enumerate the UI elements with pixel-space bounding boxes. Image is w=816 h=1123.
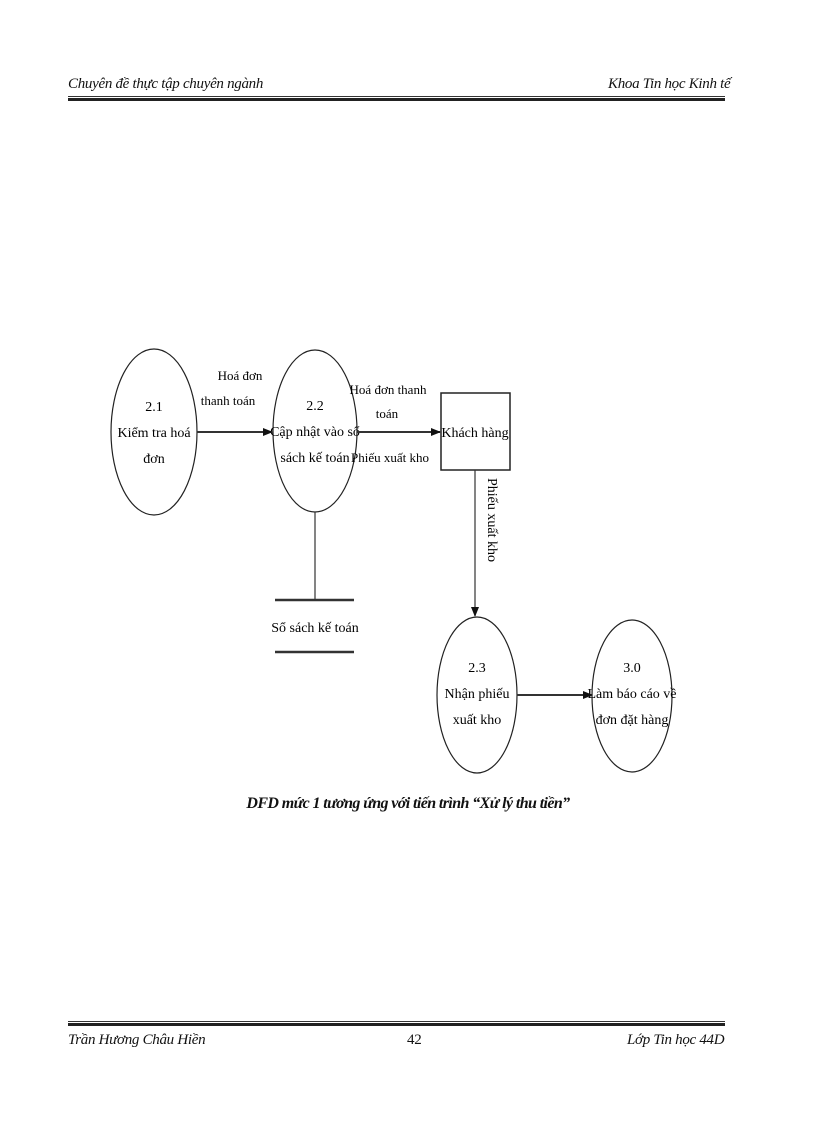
flow-2-2-to-khach-hang: Hoá đơn thanh toán Phiếu xuất kho bbox=[350, 382, 441, 465]
svg-text:Phiếu xuất kho: Phiếu xuất kho bbox=[484, 478, 499, 562]
footer-author: Trần Hương Châu Hiền bbox=[68, 1032, 206, 1048]
flow-khach-hang-to-2-3: Phiếu xuất kho bbox=[471, 470, 499, 617]
svg-text:Phiếu xuất kho: Phiếu xuất kho bbox=[351, 450, 429, 465]
svg-text:Sổ sách kế toán: Sổ sách kế toán bbox=[271, 621, 358, 636]
header-right-title: Khoa Tin học Kinh tế bbox=[608, 76, 731, 92]
svg-text:Làm báo cáo về: Làm báo cáo về bbox=[587, 687, 676, 702]
svg-text:đơn đặt hàng: đơn đặt hàng bbox=[596, 713, 669, 728]
svg-text:Kiểm tra hoá: Kiểm tra hoá bbox=[117, 426, 191, 441]
process-3-0: 3.0 Làm báo cáo về đơn đặt hàng bbox=[587, 619, 677, 773]
header-rule bbox=[68, 96, 725, 101]
svg-text:2.3: 2.3 bbox=[468, 661, 486, 676]
svg-text:2.1: 2.1 bbox=[145, 400, 163, 415]
svg-text:đơn: đơn bbox=[143, 452, 164, 467]
svg-text:sách kế toán: sách kế toán bbox=[280, 451, 349, 466]
svg-text:2.2: 2.2 bbox=[306, 399, 324, 414]
svg-text:3.0: 3.0 bbox=[623, 661, 641, 676]
process-2-3: 2.3 Nhận phiếu xuất kho bbox=[436, 616, 518, 774]
header-left-title: Chuyên đề thực tập chuyên ngành bbox=[68, 76, 264, 92]
svg-text:thanh toán: thanh toán bbox=[201, 393, 256, 408]
svg-text:Hoá đơn: Hoá đơn bbox=[218, 368, 263, 383]
footer-page-number: 42 bbox=[407, 1032, 422, 1048]
figure-caption: DFD mức 1 tương ứng với tiến trình “Xử l… bbox=[246, 795, 570, 812]
process-2-1: 2.1 Kiểm tra hoá đơn bbox=[110, 348, 198, 516]
svg-text:Khách hàng: Khách hàng bbox=[441, 426, 508, 441]
entity-khach-hang: Khách hàng bbox=[440, 392, 511, 471]
flow-2-1-to-2-2: Hoá đơn thanh toán bbox=[197, 368, 273, 436]
svg-text:xuất kho: xuất kho bbox=[453, 713, 502, 728]
svg-text:Nhận phiếu: Nhận phiếu bbox=[445, 687, 510, 702]
svg-text:toán: toán bbox=[376, 406, 399, 421]
footer-rule bbox=[68, 1021, 725, 1026]
data-store-so-sach-ke-toan: Sổ sách kế toán bbox=[271, 598, 359, 654]
process-2-2: 2.2 Cập nhật vào sổ sách kế toán bbox=[270, 349, 360, 513]
footer-class: Lớp Tin học 44D bbox=[627, 1032, 725, 1048]
svg-text:Hoá đơn thanh: Hoá đơn thanh bbox=[350, 382, 427, 397]
svg-text:Cập nhật vào sổ: Cập nhật vào sổ bbox=[270, 425, 360, 440]
